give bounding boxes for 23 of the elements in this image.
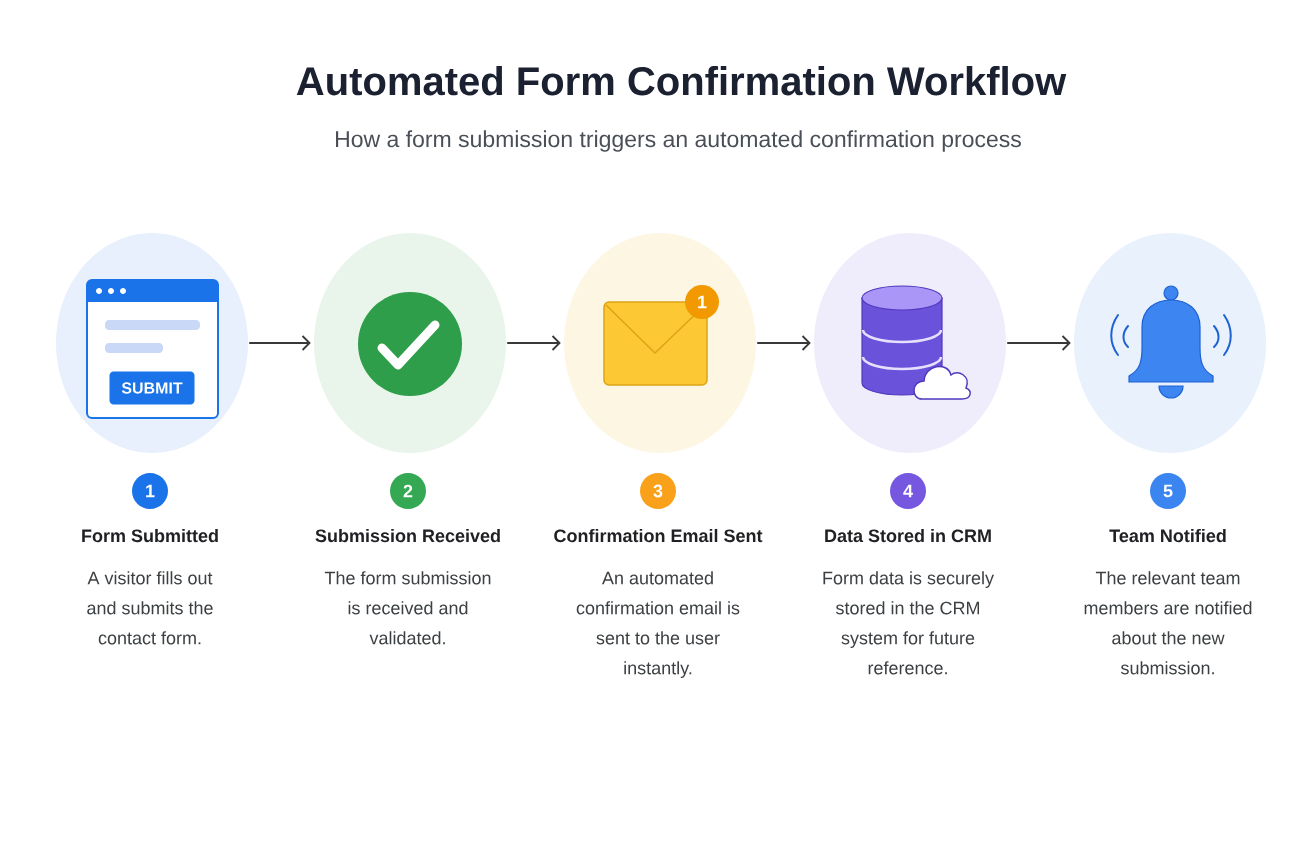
arrow <box>248 335 311 351</box>
step-description: The form submission is received and validated. <box>324 571 491 645</box>
step-heading: Submission Received <box>315 528 500 543</box>
arrow <box>506 335 561 351</box>
arrow <box>1006 335 1071 351</box>
subtitle: How a form submission triggers an automated confirmation process <box>336 130 1021 152</box>
arrow <box>756 335 811 351</box>
step-heading: Confirmation Email Sent <box>554 528 763 543</box>
step-description: A visitor fills out and submits the contact form. <box>87 571 213 645</box>
step-heading: Form Submitted <box>82 528 218 543</box>
step-heading: Data Stored in CRM <box>825 528 991 543</box>
step-heading: Team Notified <box>1109 528 1226 543</box>
number-badge: 5 <box>1150 473 1186 509</box>
number-badge: 2 <box>390 473 426 509</box>
title: Automated Form Confirmation Workflow <box>296 66 1067 96</box>
step-description: An automated confirmation email is sent to the user instantly. <box>576 571 740 678</box>
step-description: The relevant team members are notified about the new submission. <box>1084 571 1252 675</box>
submit-button: SUBMIT <box>109 371 195 405</box>
number-badge: 4 <box>890 473 926 509</box>
number-badge: 1 <box>132 473 168 509</box>
number-badge: 3 <box>640 473 676 509</box>
notification-badge: 1 <box>685 285 719 319</box>
step-description: Form data is securely stored in the CRM system for future reference. <box>823 571 994 675</box>
